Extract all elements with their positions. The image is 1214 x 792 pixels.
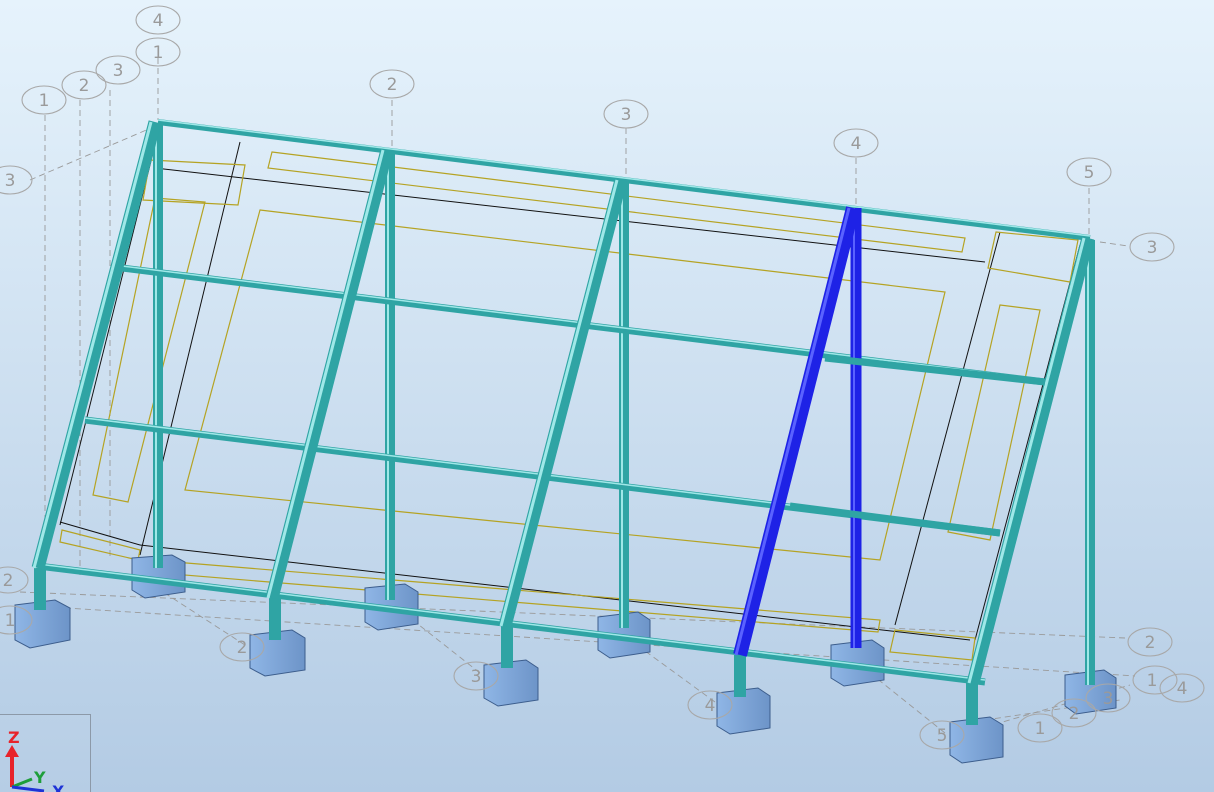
svg-text:1: 1 <box>153 43 164 63</box>
grid-bubble: 3 <box>603 99 649 129</box>
svg-text:2: 2 <box>3 571 14 591</box>
svg-text:3: 3 <box>113 61 124 81</box>
footings[interactable] <box>14 554 1117 764</box>
svg-text:2: 2 <box>237 638 248 658</box>
svg-text:3: 3 <box>621 105 632 125</box>
columns[interactable] <box>153 125 1095 685</box>
grid-bubble: 1 <box>0 605 33 635</box>
svg-text:1: 1 <box>39 91 50 111</box>
svg-text:4: 4 <box>851 134 862 154</box>
svg-text:3: 3 <box>5 171 16 191</box>
x-axis-arrow <box>11 785 45 792</box>
grid-bubble: 5 <box>1066 157 1112 187</box>
front-piers[interactable] <box>34 568 978 725</box>
svg-text:3: 3 <box>471 667 482 687</box>
svg-text:4: 4 <box>153 11 164 31</box>
axis-triad: Z Y X <box>0 714 91 792</box>
selected-rafter[interactable] <box>733 206 860 657</box>
svg-text:2: 2 <box>79 76 90 96</box>
grid-bubble: 1 <box>1017 713 1063 743</box>
grid-bubble: 4 <box>1159 673 1205 703</box>
svg-text:1: 1 <box>1147 671 1158 691</box>
svg-text:2: 2 <box>1145 633 1156 653</box>
footing[interactable] <box>949 716 1004 764</box>
grid-bubble: 1 <box>1132 665 1178 695</box>
grid-bubble: 3 <box>1129 232 1175 262</box>
y-axis-arrow <box>11 777 33 789</box>
footing[interactable] <box>131 554 186 599</box>
grid-bubble: 2 <box>1127 627 1173 657</box>
grid-bubble: 3 <box>453 661 499 691</box>
svg-text:4: 4 <box>1177 679 1188 699</box>
grid-bubble: 3 <box>95 55 141 85</box>
rafters[interactable] <box>31 120 1095 685</box>
svg-text:1: 1 <box>1035 719 1046 739</box>
svg-text:4: 4 <box>705 696 716 716</box>
grid-bubble: 4 <box>833 128 879 158</box>
x-axis-label: X <box>52 782 65 792</box>
svg-text:2: 2 <box>1069 704 1080 724</box>
footing[interactable] <box>249 629 306 677</box>
footing[interactable] <box>1064 669 1117 715</box>
grid-bubble: 1 <box>21 85 67 115</box>
grid-bubble: 2 <box>0 566 29 594</box>
svg-text:1: 1 <box>5 611 16 631</box>
svg-text:3: 3 <box>1147 238 1158 258</box>
svg-text:5: 5 <box>937 726 948 746</box>
grid-bubble: 2 <box>369 69 415 99</box>
grid-bubble: 2 <box>61 70 107 100</box>
z-axis-label: Z <box>8 728 20 747</box>
grid-bubble: 2 <box>219 632 265 662</box>
grid-bubble: 5 <box>919 720 965 750</box>
svg-text:5: 5 <box>1084 163 1095 183</box>
grid-bubble: 4 <box>687 690 733 720</box>
svg-text:3: 3 <box>1103 689 1114 709</box>
grid-bubble: 2 <box>1051 698 1097 728</box>
svg-text:2: 2 <box>387 75 398 95</box>
grid-bubble: 3 <box>0 165 33 195</box>
selected-frame[interactable] <box>733 206 1046 657</box>
grid-bubble: 4 <box>135 5 181 35</box>
y-axis-label: Y <box>33 768 46 787</box>
grid-bubble: 3 <box>1085 683 1131 713</box>
grid-labels: 4 1 3 2 1 3 2 3 4 5 3 2 1 2 3 4 5 2 1 4 … <box>0 5 1205 750</box>
grid-bubble: 1 <box>135 37 181 67</box>
